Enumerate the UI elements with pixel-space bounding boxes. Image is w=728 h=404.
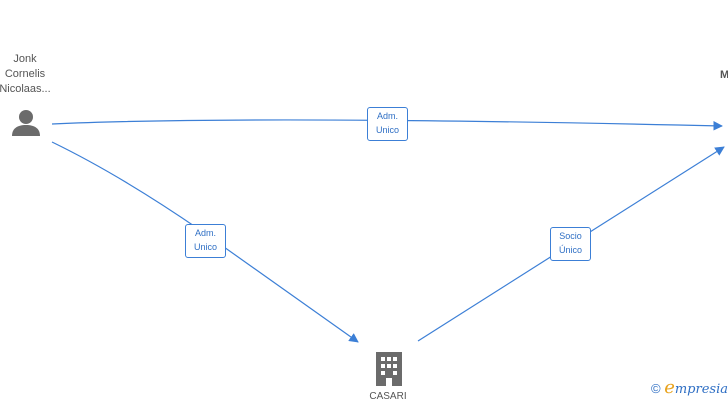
edge-label-line: Unico: [193, 242, 217, 252]
building-icon[interactable]: [376, 352, 402, 386]
person-name-label[interactable]: Jonk Cornelis Nicolaas...: [0, 52, 56, 97]
brand-name: mpresia: [674, 382, 728, 397]
copyright-symbol: ©: [650, 381, 661, 396]
person-icon[interactable]: [12, 110, 40, 136]
person-name-line: Nicolaas...: [0, 83, 51, 95]
company-right-name: M: [720, 69, 728, 81]
edge-label-line: Único: [558, 245, 582, 255]
edge-label-line: Adm.: [376, 111, 398, 121]
empresia-logo[interactable]: © empresia: [651, 377, 728, 398]
edge-label-line: Adm.: [194, 228, 216, 238]
company-bottom-label[interactable]: CASARI: [360, 389, 416, 404]
person-name-line: Jonk: [13, 53, 37, 65]
person-name-line: Cornelis: [4, 68, 46, 80]
edge-label-right[interactable]: Socio Único: [550, 227, 591, 261]
brand-e: e: [664, 377, 675, 398]
edge-label-left[interactable]: Adm. Unico: [185, 224, 226, 258]
company-bottom-name: CASARI: [369, 391, 407, 402]
edge-label-line: Unico: [375, 125, 399, 135]
company-right-label[interactable]: M: [720, 68, 728, 83]
edge-label-top[interactable]: Adm. Unico: [367, 107, 408, 141]
edge-label-line: Socio: [559, 231, 582, 241]
edge-top: [51, 119, 723, 131]
edge-left: [51, 141, 359, 343]
